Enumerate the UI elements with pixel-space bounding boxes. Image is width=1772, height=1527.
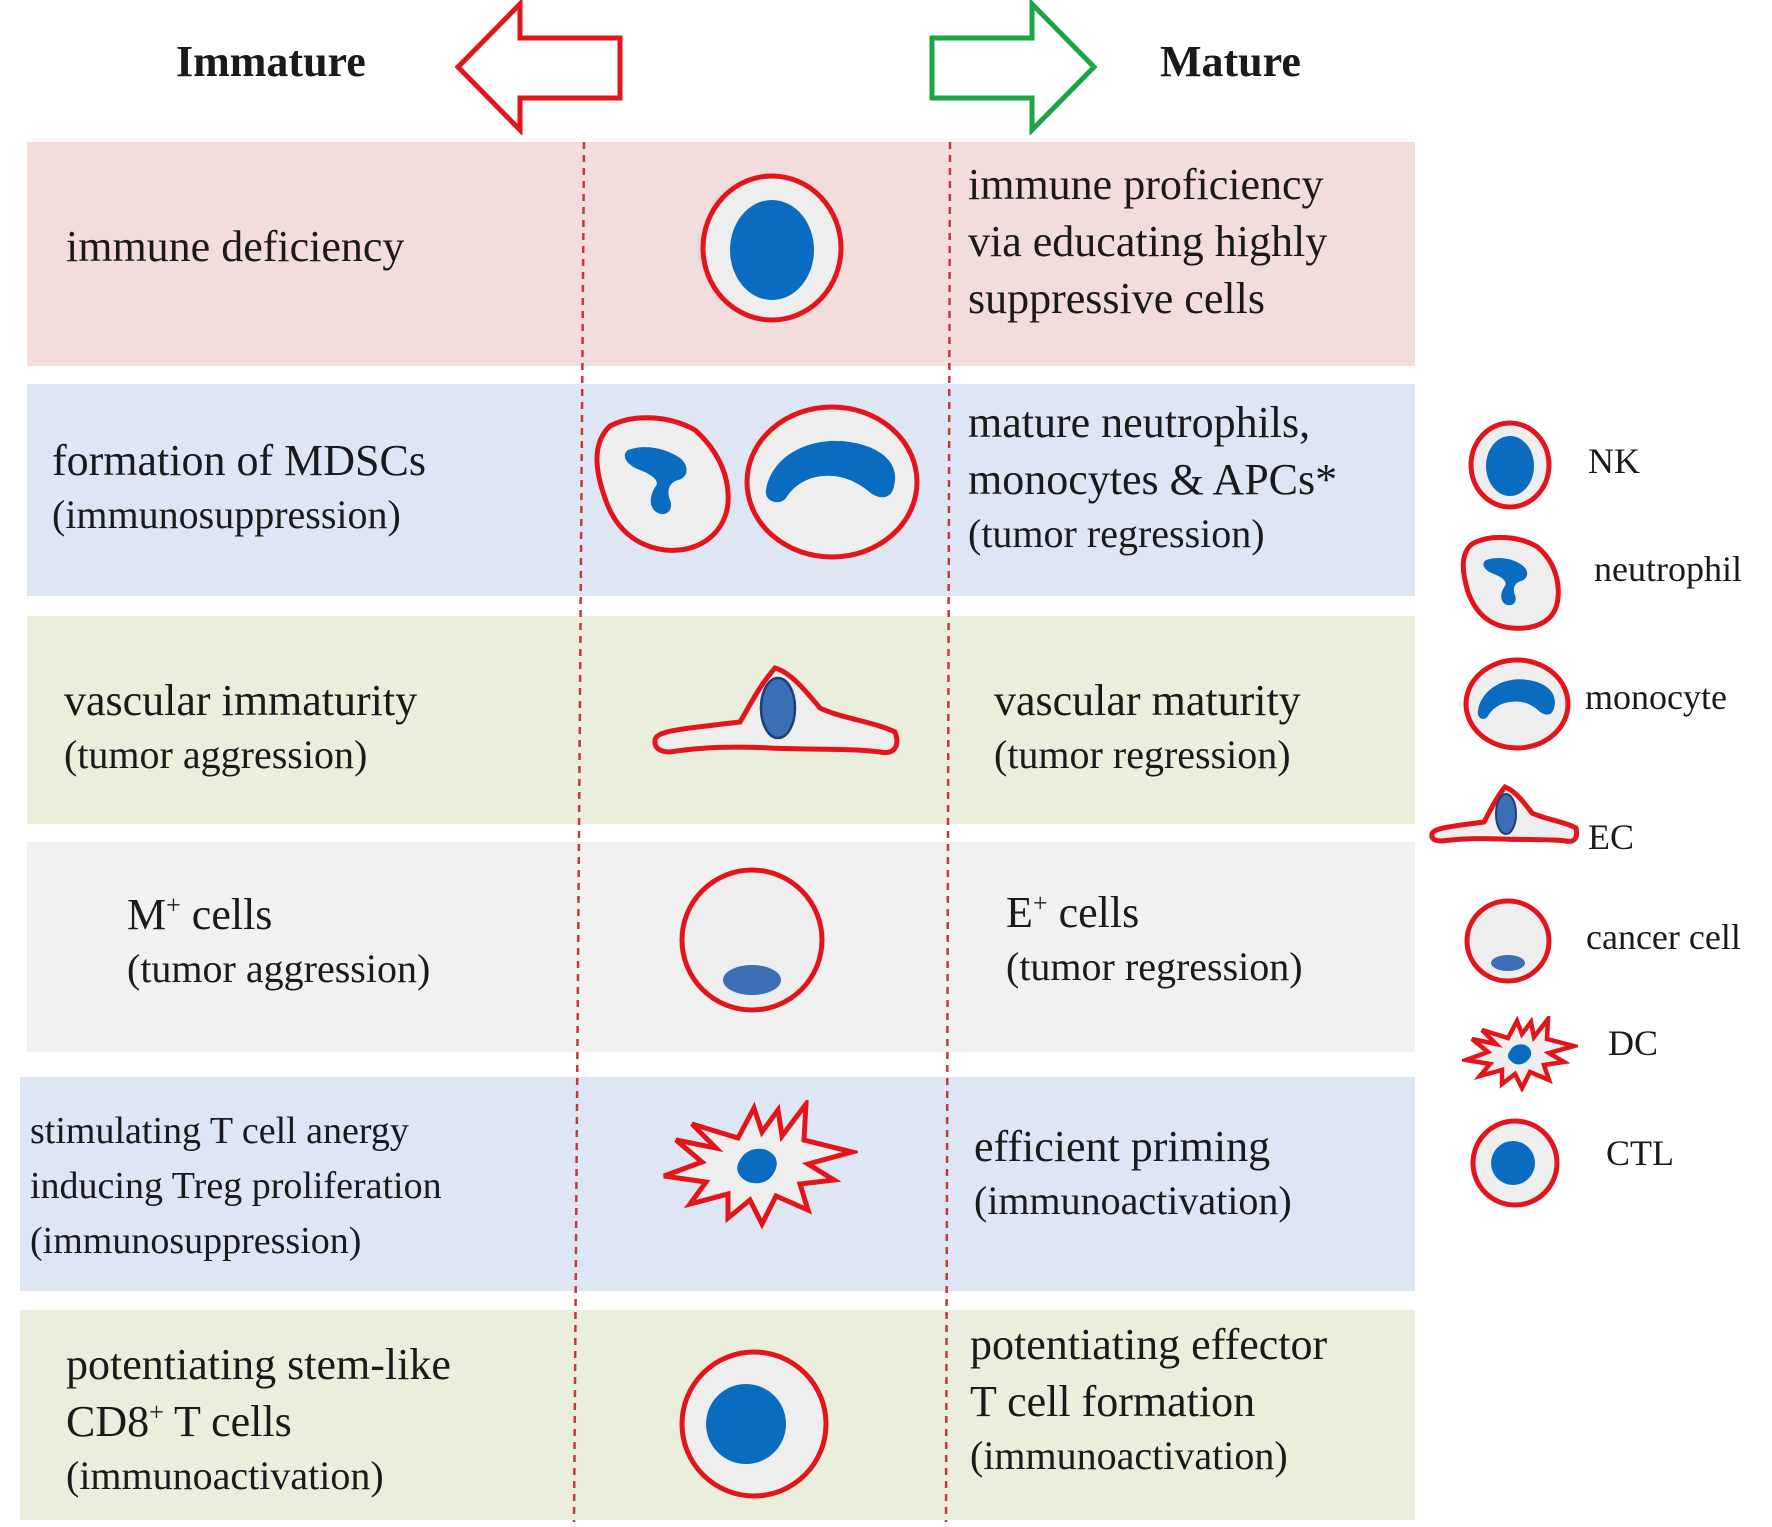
- legend-cancer-cell-icon: [1464, 898, 1552, 984]
- e-superscript: +: [1032, 888, 1048, 918]
- ec-cell-icon: [652, 665, 900, 756]
- row-5-right-line-1: efficient priming: [974, 1122, 1271, 1171]
- e-cells-label: cells: [1047, 888, 1140, 937]
- row-5-left-line-1: stimulating T cell anergy: [30, 1110, 409, 1152]
- row-4-right-line-1: E+ cells: [1006, 884, 1303, 941]
- row-1-right-line-1: immune proficiency: [968, 160, 1324, 209]
- row-2-right-line-2: monocytes & APCs*: [968, 455, 1338, 505]
- row-3-background: [27, 616, 1415, 824]
- row-1-right-text: immune proficiency via educating highly …: [968, 156, 1327, 328]
- row-6-left-line-2: CD8+ T cells: [66, 1393, 451, 1450]
- legend-dc-icon: [1462, 1016, 1578, 1092]
- row-1-right-line-2: via educating highly: [968, 217, 1328, 267]
- m-cells-label: cells: [180, 890, 273, 939]
- legend-ec-icon: [1429, 784, 1580, 844]
- row-4-left-text: M+ cells (tumor aggression): [127, 886, 430, 995]
- row-6-right-line-3: (immunoactivation): [970, 1433, 1288, 1479]
- cd8-superscript: +: [149, 1397, 164, 1427]
- row-3-left-line-1: vascular immaturity: [64, 676, 418, 725]
- row-1-left-line-1: immune deficiency: [66, 222, 405, 271]
- row-4-right-line-2: (tumor regression): [1006, 944, 1303, 990]
- left-column-divider: [572, 142, 586, 1522]
- cancer-cell-icon: [679, 867, 825, 1013]
- row-2-right-text: mature neutrophils, monocytes & APCs* (t…: [968, 394, 1337, 560]
- row-5-left-line-2: inducing Treg proliferation: [30, 1165, 442, 1208]
- legend-neutrophil-label: neutrophil: [1594, 549, 1742, 589]
- legend-cancer-cell-label: cancer cell: [1586, 917, 1741, 957]
- row-4-right-text: E+ cells (tumor regression): [1006, 884, 1303, 993]
- legend-nk-label: NK: [1588, 441, 1640, 481]
- row-1-right-line-3: suppressive cells: [968, 274, 1265, 324]
- neutrophil-cell-icon: [594, 415, 731, 553]
- legend-dc-label: DC: [1608, 1023, 1659, 1063]
- row-5-right-text: efficient priming (immunoactivation): [974, 1118, 1292, 1227]
- row-6-right-line-2: T cell formation: [970, 1377, 1256, 1427]
- m-superscript: +: [166, 890, 181, 920]
- row-3-left-line-2: (tumor aggression): [64, 732, 368, 778]
- row-3-left-text: vascular immaturity (tumor aggression): [64, 672, 417, 781]
- row-5-left-text: stimulating T cell anergy inducing Treg …: [30, 1104, 442, 1269]
- row-2-right-line-1: mature neutrophils,: [968, 398, 1311, 447]
- row-6-right-text: potentiating effector T cell formation (…: [970, 1316, 1327, 1482]
- row-6-right-line-1: potentiating effector: [970, 1320, 1328, 1369]
- dc-cell-icon: [663, 1100, 858, 1230]
- cd8-t-cells-label: T cells: [163, 1397, 292, 1447]
- row-5-right-line-2: (immunoactivation): [974, 1178, 1292, 1224]
- legend-ctl-icon: [1470, 1118, 1560, 1208]
- row-2-left-text: formation of MDSCs (immunosuppression): [52, 432, 426, 541]
- row-6-left-line-1: potentiating stem-like: [66, 1340, 451, 1389]
- right-column-divider: [944, 142, 952, 1522]
- legend-nk-icon: [1468, 420, 1552, 510]
- left-arrow-icon: [454, 0, 623, 135]
- row-1-left-text: immune deficiency: [66, 218, 404, 275]
- mature-header: Mature: [1160, 37, 1301, 86]
- right-arrow-icon: [929, 0, 1098, 135]
- row-3-right-line-2: (tumor regression): [994, 732, 1291, 778]
- ctl-cell-icon: [679, 1349, 829, 1499]
- row-3-right-line-1: vascular maturity: [994, 676, 1301, 725]
- row-2-right-line-3: (tumor regression): [968, 511, 1265, 557]
- nk-cell-icon: [700, 173, 844, 323]
- row-2-left-line-2: (immunosuppression): [52, 492, 401, 538]
- legend-ec-label: EC: [1588, 817, 1635, 857]
- row-6-left-line-3: (immunoactivation): [66, 1453, 384, 1499]
- monocyte-cell-icon: [744, 404, 920, 560]
- e-letter: E: [1006, 888, 1033, 937]
- legend-ctl-label: CTL: [1606, 1133, 1674, 1173]
- immature-header: Immature: [176, 37, 366, 86]
- row-3-right-text: vascular maturity (tumor regression): [994, 672, 1301, 781]
- row-6-left-text: potentiating stem-like CD8+ T cells (imm…: [66, 1336, 451, 1502]
- legend-monocyte-label: monocyte: [1585, 677, 1727, 717]
- row-2-left-line-1: formation of MDSCs: [52, 436, 426, 485]
- legend-neutrophil-icon: [1460, 534, 1561, 631]
- legend-monocyte-icon: [1463, 657, 1571, 751]
- row-5-left-line-3: (immunosuppression): [30, 1220, 362, 1263]
- cd8-label: CD8: [66, 1397, 150, 1447]
- row-4-left-line-1: M+ cells: [127, 886, 430, 943]
- row-4-left-line-2: (tumor aggression): [127, 946, 431, 992]
- m-letter: M: [127, 890, 167, 939]
